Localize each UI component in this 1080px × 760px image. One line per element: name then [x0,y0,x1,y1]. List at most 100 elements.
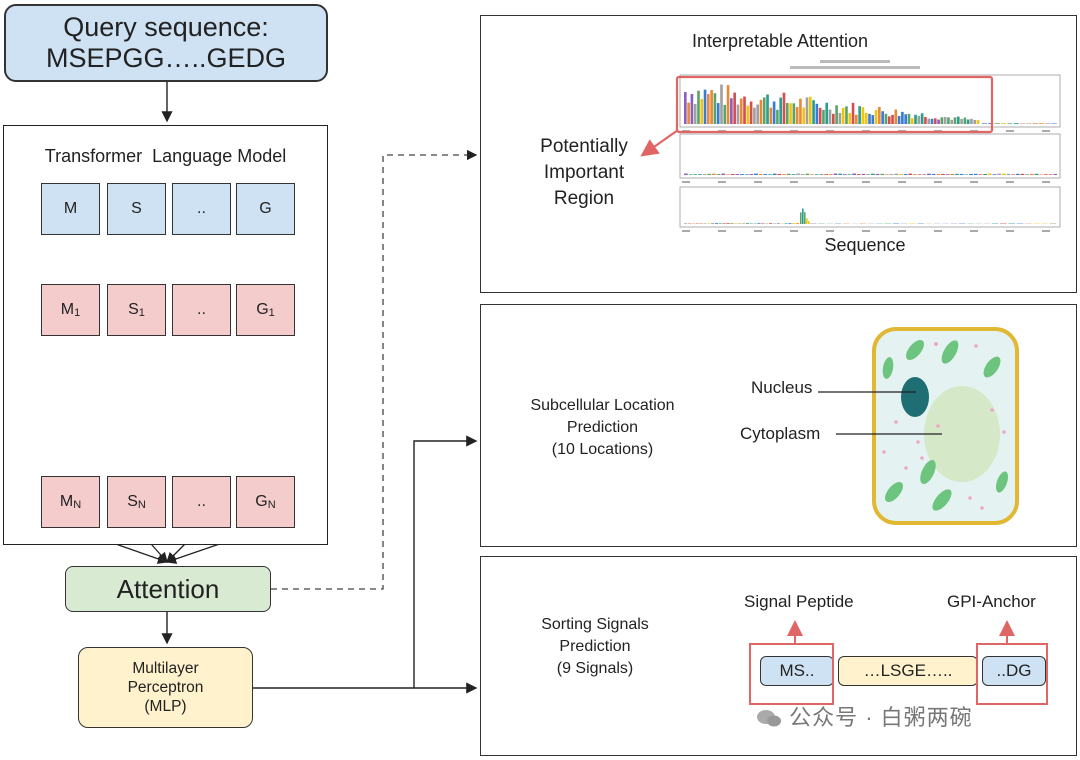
plant-cell-illustration [872,327,1019,525]
logo-bar [833,173,838,175]
logo-bar [858,106,861,124]
logo-bar [684,173,688,175]
logo-bar [960,119,963,124]
logo-bar [988,123,994,124]
logo-bar [835,105,838,124]
axis-ticks [682,130,1050,232]
tick [1006,230,1014,232]
logo-bar [805,173,810,175]
logo-plot-2 [679,133,1061,179]
mlp-line2: Perceptron [127,679,204,696]
logo-bar [963,117,967,124]
logo-bar [845,106,848,124]
logo-bar [712,173,716,175]
nucleus-label: Nucleus [751,378,813,397]
logo-bar [841,107,845,124]
logo-bar [762,97,766,124]
logo-bar [789,103,792,124]
tick [898,230,906,232]
logo-bar [734,223,738,224]
logo-bar [1039,174,1044,175]
logo-bar [907,113,911,124]
logo-bar [804,212,806,224]
tick [826,230,834,232]
logo-bar [880,173,885,175]
logo-bar [838,112,842,124]
logo-bar [707,173,712,175]
logo-bar [927,118,931,124]
logo-bar [772,173,777,175]
logo-bar [722,223,726,224]
tick [718,181,726,183]
logo-bar [730,223,734,224]
cytoplasm-pointer [836,433,942,435]
logo-bar [700,99,704,124]
tick [862,230,870,232]
logo-bar [815,103,819,124]
input-token: .. [172,183,231,235]
logo-bar [716,103,720,124]
logo-bar [763,174,768,175]
logo-bar [1025,174,1030,175]
logo-bar [743,96,746,124]
logo-bar [851,102,855,124]
logo-bar [997,173,1001,175]
logo-bar [947,117,950,124]
signal-highlights [749,620,1048,705]
logo-bar [814,174,819,175]
logo-bar [749,173,754,175]
transformer-title: Transformer Language Model [44,146,287,166]
logo-bar [917,115,921,124]
logo-bar [901,111,904,124]
logo-bar [711,223,715,224]
logo-bar [941,173,945,175]
logo-bar [956,116,960,124]
logo-bar [739,98,743,124]
logo-bar [866,174,871,175]
logo-bar [891,114,894,124]
logo-bar [953,117,957,124]
logo-bar [987,173,992,175]
logo-bar [761,223,765,224]
logo-bar [910,118,914,124]
query-sequence: MSEPGG…..GEDG [45,43,287,73]
attention-logo-plots [675,60,1061,232]
logo-bar [786,173,791,175]
cytoplasm-label: Cytoplasm [740,424,821,443]
logo-plot-1 [679,74,1061,128]
logo-bar [828,174,833,175]
logo-bar [720,84,723,124]
logo-bar [735,174,740,175]
logo-bar [792,103,796,124]
logo-bar [1001,123,1007,124]
logo-bar [806,218,808,224]
logo-bar [777,173,782,175]
logo-bar [1034,173,1039,175]
logo-bar [894,109,898,124]
mlp-line1: Multilayer [132,660,199,677]
logo-bar [970,118,973,124]
signal-peptide-highlight [749,643,834,705]
layerN-token: .. [172,476,231,528]
logo-bar [703,89,707,124]
chloroplast [920,459,936,485]
logo-bar [904,114,907,124]
logo-bar [776,223,780,224]
logo-bar [878,106,881,124]
query-sequence-box: Query sequence: MSEPGG…..GEDG [4,4,328,82]
tick [862,181,870,183]
logo-bar [740,174,744,175]
logo-bar [983,174,987,175]
logo-bar [847,174,852,175]
logo-bar [733,92,736,124]
logo-bar [966,119,970,124]
logo-bar [868,113,871,124]
logo-bar [1020,173,1025,175]
logo-bar [788,223,792,224]
tick [1006,130,1014,132]
logo-bar [822,109,825,124]
logo-bar [978,174,983,175]
logo-bar [922,174,927,175]
important-region-highlight [675,75,994,134]
